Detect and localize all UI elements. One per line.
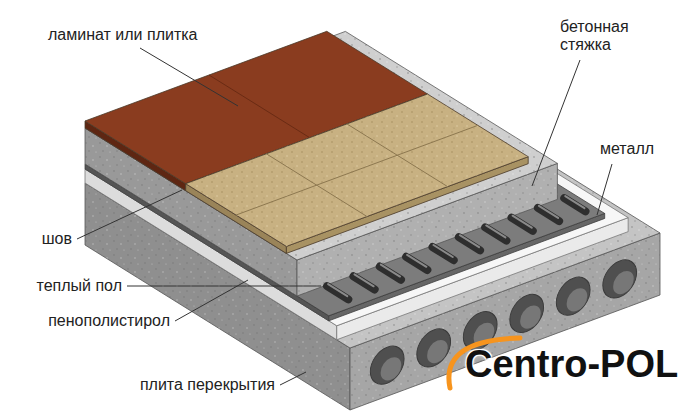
floor-covering [85, 31, 528, 253]
leader-line [175, 280, 248, 321]
heating-pipes [327, 196, 585, 299]
pipe-highlight [486, 225, 505, 237]
pipe-highlights [328, 196, 584, 296]
layer-label: шов [42, 230, 72, 248]
leader-line [532, 60, 580, 186]
pipe-highlight [513, 216, 532, 228]
slab-hole [556, 272, 590, 321]
hole-shade [520, 302, 541, 332]
layer-label: металл [600, 140, 654, 158]
heating-pipe [512, 218, 533, 231]
leader-line [597, 164, 612, 215]
layer-label: пенополистирол [48, 312, 170, 330]
slab-hole [370, 341, 404, 390]
tile-top [186, 94, 529, 246]
laminate-seam [209, 75, 310, 138]
screed-layer [85, 31, 557, 296]
layer-label: теплый пол [37, 277, 122, 295]
pipe-highlight [407, 255, 426, 267]
heating-pipe [459, 237, 480, 250]
leader-line [280, 372, 306, 385]
pipe-highlight [539, 206, 558, 218]
hole-shade [427, 337, 448, 367]
layer-label: ламинат или плитка [48, 26, 198, 44]
pipe-highlight [460, 235, 479, 247]
pipe-highlight [354, 274, 373, 286]
hole-shade [613, 268, 634, 298]
pipe-highlight [434, 245, 453, 257]
leader-line [77, 190, 182, 239]
layer-label: плита перекрытия [140, 376, 275, 394]
slab-hole [417, 324, 451, 373]
layer-label: бетонная стяжка [560, 18, 629, 54]
heating-pipe [380, 267, 401, 280]
heating-pipe [485, 227, 506, 240]
screed-top [85, 31, 557, 260]
heating-pipe [353, 276, 374, 289]
leader-lines [77, 48, 612, 385]
pipe-highlight [328, 284, 347, 296]
slab-hole [510, 289, 544, 338]
hole-shade [567, 285, 588, 315]
hole-shade [381, 354, 402, 384]
heating-pipe [433, 247, 454, 260]
tile-top-texture [186, 94, 529, 246]
heating-pipe [327, 286, 348, 299]
pipe-highlight [381, 265, 400, 277]
heating-pipe [564, 198, 585, 211]
watermark: Centro-POL [465, 345, 678, 383]
pipe-bodies [327, 198, 585, 299]
screed-top-texture [85, 31, 557, 260]
heating-pipe [538, 208, 559, 221]
leader-line [127, 286, 321, 287]
leader-line [140, 48, 238, 106]
slab-hole [603, 255, 637, 304]
heating-pipe [406, 257, 427, 270]
pipe-highlight [565, 196, 584, 208]
tile-joint [236, 125, 478, 215]
